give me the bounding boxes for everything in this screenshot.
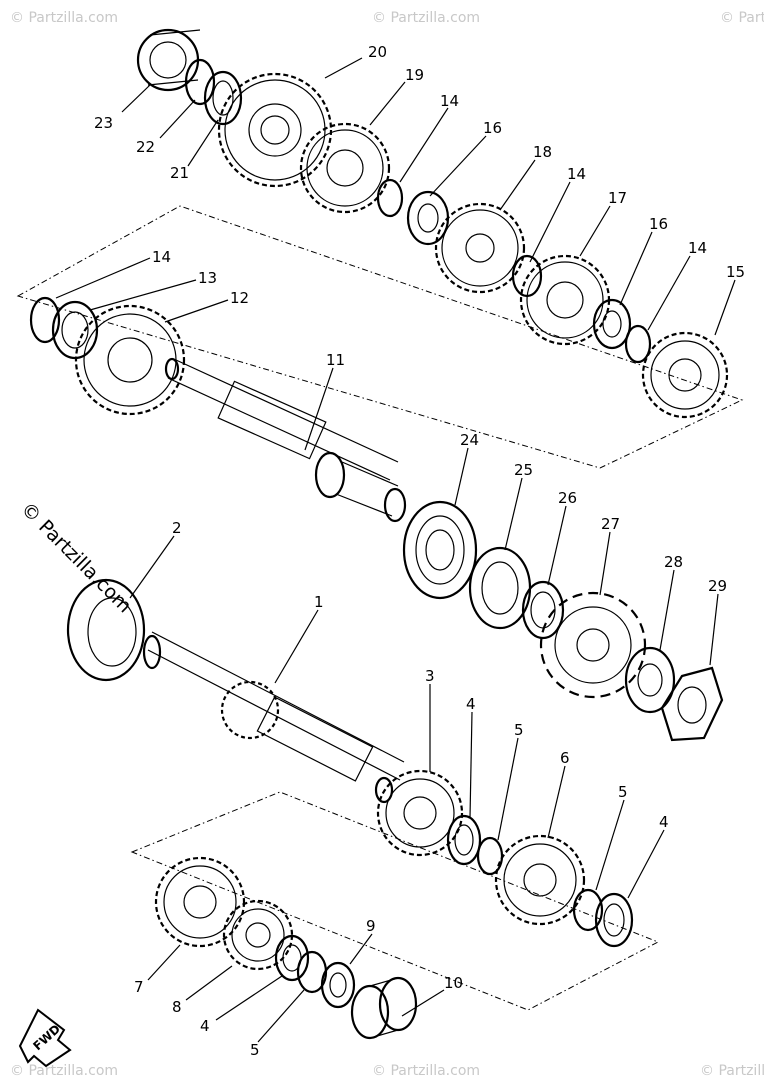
part-20-gear <box>217 72 333 188</box>
callout-22: 22 <box>136 138 155 156</box>
part-3-gear <box>376 769 464 857</box>
callout-3: 3 <box>425 667 435 685</box>
callout-28: 28 <box>664 553 683 571</box>
part-16-washer-a <box>406 190 450 246</box>
part-22-clip <box>184 58 216 106</box>
part-28-lock-washer <box>624 646 676 714</box>
callout-16-a: 16 <box>483 119 502 137</box>
watermark-bottom-right: © Partzilla.com <box>700 1063 764 1079</box>
leader-lines <box>55 57 736 1043</box>
watermarks: © Partzilla.com © Partzilla.com © Partzi… <box>10 10 764 1079</box>
callout-14-c: 14 <box>688 239 707 257</box>
callout-23: 23 <box>94 114 113 132</box>
watermark-bottom-center: © Partzilla.com <box>372 1063 480 1079</box>
part-5-circlip-a <box>476 836 504 876</box>
callout-20: 20 <box>368 43 387 61</box>
callout-4-b: 4 <box>659 813 669 831</box>
part-2-bearing <box>66 578 146 682</box>
callout-8: 8 <box>172 998 182 1016</box>
watermark-top-left: © Partzilla.com <box>10 10 118 26</box>
callout-27: 27 <box>601 515 620 533</box>
part-10-needle-bearing <box>350 976 418 1040</box>
part-4-washer-a <box>446 814 482 866</box>
watermark-top-center: © Partzilla.com <box>372 10 480 26</box>
callout-14-d: 14 <box>152 248 171 266</box>
callout-14-a: 14 <box>440 92 459 110</box>
part-6-gear <box>494 834 586 926</box>
part-23-bearing <box>136 28 201 92</box>
part-14-circlip-a <box>376 178 404 218</box>
callout-18: 18 <box>533 143 552 161</box>
callout-5-a: 5 <box>514 721 524 739</box>
part-24-bearing <box>402 500 478 600</box>
callout-5-c: 5 <box>250 1041 260 1059</box>
callout-10: 10 <box>444 974 463 992</box>
group-outline-upper <box>16 205 744 469</box>
part-29-nut <box>660 666 724 742</box>
part-14-circlip-c <box>624 324 652 364</box>
part-11-main-shaft <box>164 357 407 523</box>
callout-17: 17 <box>608 189 627 207</box>
callout-11: 11 <box>326 351 345 369</box>
callout-5-b: 5 <box>618 783 628 801</box>
watermark-top-right: © Partzilla.com <box>720 10 764 26</box>
watermark-bottom-left: © Partzilla.com <box>10 1063 118 1079</box>
callout-25: 25 <box>514 461 533 479</box>
callout-1: 1 <box>314 593 324 611</box>
part-16-washer-b <box>592 298 632 350</box>
callout-12: 12 <box>230 289 249 307</box>
callout-15: 15 <box>726 263 745 281</box>
callout-16-b: 16 <box>649 215 668 233</box>
fwd-arrow: FWD <box>18 1008 72 1068</box>
part-4-washer-b <box>594 892 634 948</box>
part-7-gear <box>154 856 246 948</box>
part-14-circlip-d <box>29 296 61 344</box>
callouts: 20 19 14 16 18 14 17 16 14 15 23 22 21 1… <box>94 43 745 1059</box>
callout-13: 13 <box>198 269 217 287</box>
callout-9: 9 <box>366 917 376 935</box>
part-15-gear <box>641 331 729 419</box>
part-18-gear <box>434 202 526 294</box>
callout-6: 6 <box>560 749 570 767</box>
part-5-circlip-b <box>572 888 604 932</box>
part-25-seal <box>468 546 532 630</box>
callout-21: 21 <box>170 164 189 182</box>
group-outline-lower <box>130 791 660 1011</box>
callout-29: 29 <box>708 577 727 595</box>
callout-24: 24 <box>460 431 479 449</box>
callout-14-b: 14 <box>567 165 586 183</box>
callout-26: 26 <box>558 489 577 507</box>
part-19-gear <box>299 122 391 214</box>
part-1-drive-axle <box>142 631 405 804</box>
callout-4-c: 4 <box>200 1017 210 1035</box>
callout-19: 19 <box>405 66 424 84</box>
callout-7: 7 <box>134 978 144 996</box>
part-21-washer <box>203 70 243 126</box>
callout-4-a: 4 <box>466 695 476 713</box>
callout-2: 2 <box>172 519 182 537</box>
part-27-sprocket <box>539 591 647 699</box>
part-9-washer <box>320 961 356 1009</box>
